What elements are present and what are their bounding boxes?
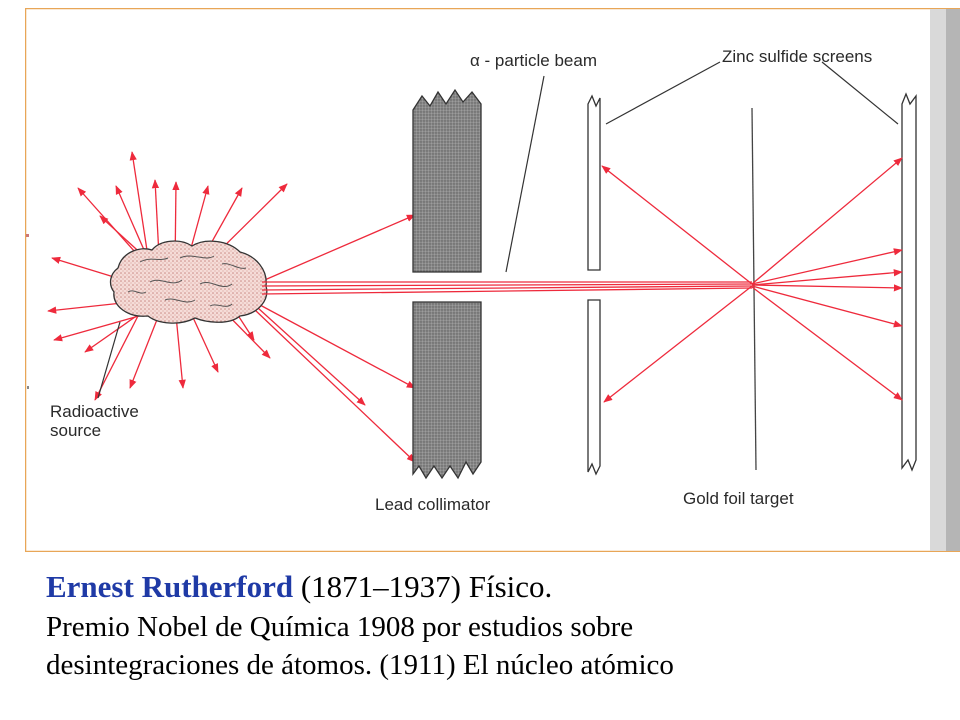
scientist-name: Ernest Rutherford bbox=[46, 569, 294, 604]
page-shadow-dark bbox=[946, 9, 960, 551]
label-gold-foil: Gold foil target bbox=[683, 489, 794, 508]
caption: Ernest Rutherford (1871–1937) Físico. Pr… bbox=[46, 566, 946, 684]
label-lead-collimator: Lead collimator bbox=[375, 495, 491, 514]
zinc-screen-left bbox=[587, 94, 601, 476]
caption-line-1: Ernest Rutherford (1871–1937) Físico. bbox=[46, 566, 946, 608]
label-zinc-screens: Zinc sulfide screens bbox=[722, 47, 873, 66]
scattered-rays bbox=[601, 157, 903, 403]
leader-lines bbox=[97, 61, 899, 399]
edge-speck bbox=[27, 386, 29, 389]
caption-line-3: desintegraciones de átomos. (1911) El nú… bbox=[46, 649, 674, 681]
alpha-particle-beam bbox=[261, 281, 753, 295]
lead-collimator-top bbox=[412, 88, 482, 273]
label-radioactive-source: Radioactive source bbox=[50, 402, 139, 440]
edge-speck bbox=[26, 234, 29, 237]
scientist-dates: (1871–1937) Físico. bbox=[293, 569, 553, 604]
rutherford-experiment-diagram: α - particle beam Zinc sulfide screens R… bbox=[25, 8, 960, 552]
caption-line-2: Premio Nobel de Química 1908 por estudio… bbox=[46, 611, 634, 643]
source-texture-lines bbox=[127, 255, 247, 307]
zinc-screen-right bbox=[901, 92, 917, 472]
label-alpha-beam: α - particle beam bbox=[470, 51, 597, 70]
radioactive-source bbox=[109, 240, 268, 324]
lead-collimator-bottom bbox=[412, 301, 482, 480]
